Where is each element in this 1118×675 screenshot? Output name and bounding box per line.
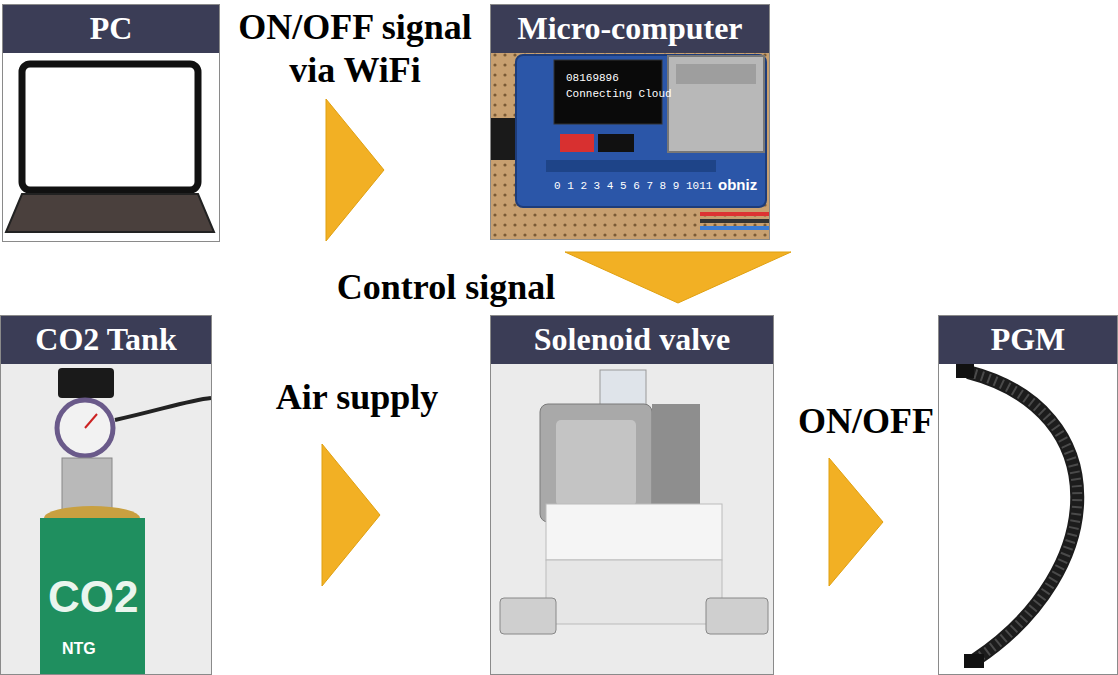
flow-arrow bbox=[829, 458, 883, 586]
photo-text: 08169896 bbox=[566, 72, 619, 85]
flow-arrow bbox=[565, 252, 791, 303]
pgm-tube bbox=[968, 372, 1077, 660]
panel-title: Micro-computer bbox=[517, 11, 742, 46]
co2-tank-photo bbox=[1, 362, 211, 675]
photo-ground bbox=[1, 362, 211, 675]
panel-header: Micro-computer bbox=[491, 5, 769, 53]
flow-arrow bbox=[326, 99, 384, 241]
hose bbox=[115, 398, 211, 420]
valve-body bbox=[546, 504, 722, 560]
panel-box: PC bbox=[2, 4, 220, 242]
microcomputer-photo bbox=[491, 52, 769, 239]
photo-text: CO2 bbox=[48, 572, 138, 623]
gauge-needle bbox=[85, 414, 97, 428]
signal-label: ON/OFF signal via WiFi bbox=[222, 6, 488, 92]
panel-box: Solenoid valve bbox=[490, 315, 774, 675]
solenoid-valve-photo bbox=[491, 362, 773, 675]
laptop-illustration bbox=[6, 64, 214, 232]
panel-header: PC bbox=[3, 5, 219, 53]
laptop-screen bbox=[22, 64, 198, 190]
perfboard-holes bbox=[491, 52, 769, 239]
signal-label: ON/OFF bbox=[796, 400, 936, 443]
valve-base bbox=[546, 560, 722, 624]
panel-title: Solenoid valve bbox=[534, 322, 730, 357]
red-part bbox=[560, 134, 594, 152]
flow-arrow bbox=[322, 444, 380, 586]
wire bbox=[700, 212, 769, 216]
perfboard bbox=[491, 52, 769, 239]
left-fitting bbox=[500, 598, 556, 634]
signal-label: Control signal bbox=[330, 266, 562, 309]
module-antenna bbox=[676, 64, 756, 84]
panel-title: CO2 Tank bbox=[35, 322, 176, 357]
photo-text: NTG bbox=[62, 640, 96, 658]
esp32-module bbox=[668, 56, 764, 152]
co2-can bbox=[40, 518, 145, 675]
panel-box: Micro-computer bbox=[490, 4, 770, 240]
pgm-end-clip bbox=[964, 654, 984, 668]
valve-side-block bbox=[652, 404, 700, 504]
panel-header: CO2 Tank bbox=[1, 316, 211, 364]
laptop-base bbox=[6, 194, 214, 232]
pressure-gauge bbox=[57, 400, 113, 456]
signal-label: Air supply bbox=[262, 376, 452, 419]
wire bbox=[700, 219, 769, 223]
right-fitting bbox=[706, 598, 768, 634]
panel-title: PGM bbox=[991, 322, 1066, 357]
panel-box: PGM bbox=[938, 315, 1118, 675]
pgm-end-clip bbox=[956, 364, 974, 378]
photo-text: obniz bbox=[718, 176, 757, 193]
photo-text: Connecting Cloud bbox=[566, 88, 672, 101]
photo-text: 0 1 2 3 4 5 6 7 8 9 1011 bbox=[554, 180, 712, 193]
panel-header: Solenoid valve bbox=[491, 316, 773, 364]
photo-ground bbox=[491, 362, 773, 675]
board bbox=[516, 55, 766, 207]
pgm-braid bbox=[968, 372, 1077, 660]
pgm-photo bbox=[956, 364, 1077, 668]
coil-face bbox=[556, 420, 636, 506]
wire bbox=[700, 226, 769, 230]
black-part bbox=[598, 134, 634, 152]
panel-header: PGM bbox=[939, 316, 1117, 364]
panel-title: PC bbox=[90, 11, 133, 46]
pin-header bbox=[546, 160, 716, 172]
regulator-knob bbox=[58, 368, 114, 398]
